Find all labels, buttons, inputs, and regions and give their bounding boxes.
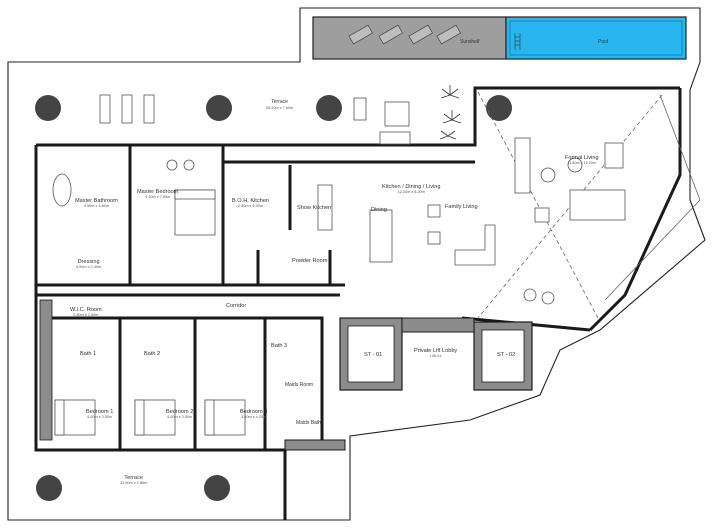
corridor-label: Corridor <box>226 303 247 309</box>
maids-bath-label: Maids Bath <box>296 420 322 426</box>
bath3-label: Bath 3 <box>271 343 288 349</box>
pool-area <box>312 16 687 60</box>
st01-label: ST - 01 <box>364 352 383 358</box>
bath1-label: Bath 1 <box>80 351 97 357</box>
st02-label: ST - 02 <box>497 352 516 358</box>
powder-room-label: Powder Room <box>292 258 328 264</box>
glazing <box>477 91 701 319</box>
maids-room-label: Maids Room <box>285 382 314 388</box>
furniture <box>52 94 626 436</box>
palm-plants <box>439 85 462 140</box>
sunshelf-label: Sunshelf <box>460 39 480 45</box>
terrace-outline <box>7 7 706 521</box>
show-kitchen-label: Show Kitchen <box>297 205 332 211</box>
sun-loungers <box>348 24 461 45</box>
bath2-label: Bath 2 <box>144 351 161 357</box>
walls <box>34 86 682 520</box>
dining-label: Dining <box>371 207 387 213</box>
pool-label: Pool <box>598 39 609 45</box>
family-living-label: Family Living <box>445 204 478 210</box>
planters <box>35 95 512 501</box>
stair-cores <box>39 299 533 451</box>
